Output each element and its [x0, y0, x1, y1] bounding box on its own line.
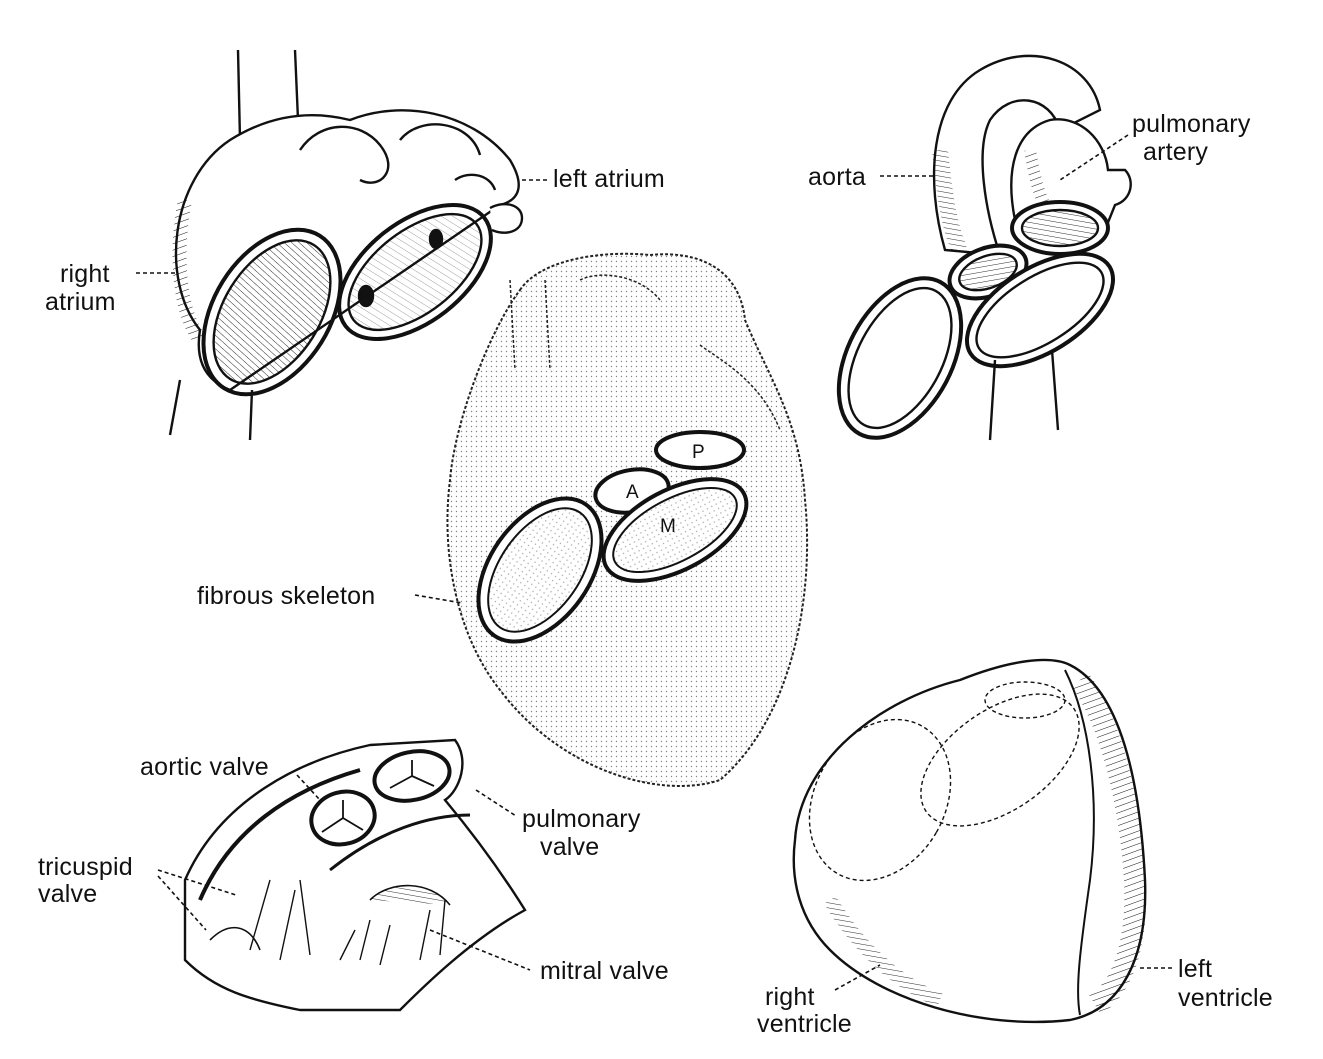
label-pulmonary-artery-line2: artery	[1143, 138, 1209, 166]
label-aorta: aorta	[808, 163, 866, 191]
label-left-ventricle-line2: ventricle	[1178, 984, 1273, 1012]
label-pulmonary-valve-line2: valve	[540, 833, 600, 861]
tricuspid-ring-atrial	[201, 227, 343, 397]
dotted-ring-2	[920, 693, 1080, 827]
ventricles-view	[792, 658, 1147, 1024]
ring-letter-p: P	[692, 442, 705, 463]
left-ventricle-shading	[1071, 673, 1147, 1015]
descending-vessel	[988, 349, 1060, 441]
pulmonary-vein-stub	[489, 203, 524, 234]
label-right-atrium-line2: atrium	[45, 288, 116, 316]
mitral-ring-atrial	[337, 203, 493, 341]
vena-cava-top	[236, 49, 300, 141]
great-arteries-view	[836, 54, 1132, 441]
leader-fibrous-skeleton	[414, 594, 463, 604]
leader-mitral-valve	[429, 929, 531, 971]
label-aortic-valve: aortic valve	[140, 753, 269, 781]
label-right-atrium-line1: right	[60, 260, 110, 288]
label-left-ventricle-line1: left	[1178, 955, 1213, 983]
label-right-ventricle-line1: right	[765, 983, 815, 1011]
label-tricuspid-valve-line1: tricuspid	[38, 853, 133, 881]
vein-opening-2	[428, 228, 444, 250]
ring-pulmonary	[654, 430, 746, 470]
atria-view	[168, 49, 524, 441]
ring-letter-m: M	[660, 516, 676, 537]
leader-right-ventricle	[834, 964, 881, 991]
leader-tricuspid-2	[157, 875, 207, 931]
valves-base-outline	[183, 738, 527, 1012]
leader-aortic-valve	[296, 774, 321, 801]
dotted-ring-3	[984, 681, 1066, 719]
dotted-ring-1	[808, 718, 952, 882]
valves-view	[183, 738, 527, 1012]
vena-cava-bottom	[168, 379, 254, 441]
central-heart-view: P A M	[446, 252, 809, 787]
vein-opening-1	[357, 284, 375, 308]
label-pulmonary-artery-line1: pulmonary	[1132, 110, 1251, 138]
atrium-appendage	[299, 123, 482, 184]
chordae	[249, 879, 446, 966]
label-pulmonary-valve-line1: pulmonary	[522, 805, 641, 833]
right-atrium-shading	[172, 198, 206, 345]
leader-pulmonary-valve	[475, 789, 517, 817]
ring-letter-a: A	[626, 482, 639, 503]
label-fibrous-skeleton: fibrous skeleton	[197, 582, 376, 610]
label-tricuspid-valve-line2: valve	[38, 880, 98, 908]
label-mitral-valve: mitral valve	[540, 957, 669, 985]
label-right-ventricle-line2: ventricle	[757, 1010, 852, 1038]
label-left-atrium: left atrium	[553, 165, 665, 193]
aorta-arch	[932, 54, 1102, 257]
